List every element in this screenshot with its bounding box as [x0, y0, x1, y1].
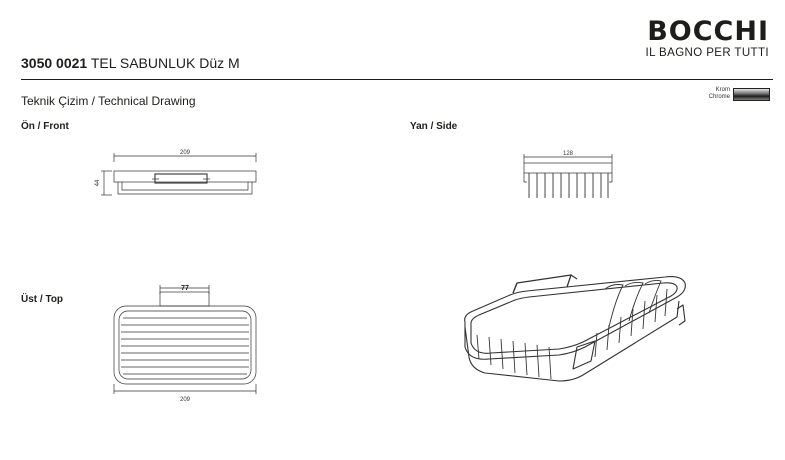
iso-back-wire — [624, 281, 644, 322]
iso-end-clip — [676, 304, 686, 326]
side-width-dim: 128 — [563, 151, 574, 157]
finish-label-en: Chrome — [708, 94, 730, 100]
front-height-dim: 44 — [95, 179, 101, 186]
iso-wire — [488, 336, 492, 366]
iso-wire — [524, 342, 528, 376]
iso-inner-rim — [470, 282, 678, 354]
iso-wire — [630, 308, 634, 337]
iso-bracket-left — [512, 274, 572, 294]
front-view-label: Ön / Front — [21, 121, 69, 132]
top-tab-dim: 77 — [181, 285, 189, 292]
iso-wire — [512, 340, 516, 374]
header-divider — [21, 79, 773, 80]
iso-wire — [654, 294, 658, 323]
finish-label: Krom Chrome — [690, 87, 730, 101]
top-basket-inner — [118, 310, 252, 380]
isometric-view-drawing — [464, 274, 686, 382]
iso-bracket-front — [572, 340, 596, 370]
iso-wire — [548, 346, 552, 380]
side-top-rail — [523, 162, 613, 174]
iso-back-wire — [644, 279, 662, 314]
brand-logo: BOCCHI — [647, 16, 769, 47]
front-basket-outline — [117, 182, 253, 195]
iso-basket-body — [464, 300, 680, 382]
front-view-drawing: 209 44 — [95, 150, 257, 196]
front-width-dim: 209 — [180, 150, 191, 156]
front-bracket — [154, 173, 208, 184]
iso-wire — [476, 334, 480, 360]
iso-wire — [536, 344, 540, 378]
iso-wire — [606, 324, 610, 351]
iso-bracket-detail — [512, 274, 578, 294]
side-view-label: Yan / Side — [410, 121, 458, 132]
front-body-outline — [113, 170, 257, 183]
product-title: 3050 0021 TEL SABUNLUK Düz M — [21, 55, 240, 71]
iso-outer-rim — [464, 276, 686, 360]
side-left-end — [523, 173, 527, 183]
side-right-end — [609, 173, 613, 183]
top-basket-outline — [113, 305, 257, 385]
iso-wire — [618, 316, 622, 344]
top-bracket — [159, 291, 210, 307]
top-view-label: Üst / Top — [21, 294, 64, 305]
iso-back-wire — [604, 284, 624, 328]
side-view-drawing: 128 — [523, 151, 613, 198]
iso-wire — [664, 288, 668, 317]
finish-label-tr: Krom — [715, 87, 730, 93]
document-type: Teknik Çizim / Technical Drawing — [21, 94, 196, 108]
product-code: 3050 0021 — [21, 55, 88, 71]
top-width-dim: 209 — [180, 397, 191, 403]
iso-wire — [642, 300, 646, 330]
top-view-drawing: 77 209 — [113, 285, 257, 403]
product-name: TEL SABUNLUK Düz M — [90, 55, 240, 71]
iso-wire — [500, 338, 504, 370]
front-basket-inner — [121, 182, 249, 191]
brand-tagline: IL BAGNO PER TUTTI — [645, 47, 769, 59]
iso-wire — [594, 332, 598, 358]
finish-swatch — [733, 88, 770, 101]
